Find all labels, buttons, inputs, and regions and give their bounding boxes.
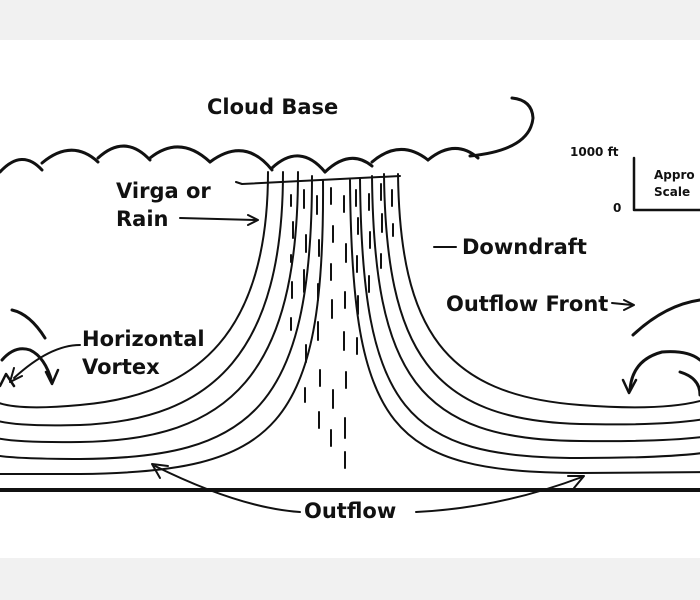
label-arrows xyxy=(9,214,635,513)
outflow-streamlines-left xyxy=(0,171,325,475)
horizontal-vortex-label-line1: Horizontal xyxy=(82,327,205,351)
right-horizontal-vortex xyxy=(621,298,700,397)
scale-top-tick-label: 1000 ft xyxy=(570,145,619,159)
scale-bottom-tick-label: 0 xyxy=(613,201,621,215)
virga-rain-streaks xyxy=(290,183,394,469)
figure-panel xyxy=(0,40,700,558)
virga-label-line2: Rain xyxy=(116,207,169,231)
cloud-base-label: Cloud Base xyxy=(207,95,338,119)
outflow-label: Outflow xyxy=(304,499,396,523)
outflow-front-label: Outflow Front xyxy=(446,292,608,316)
scale-caption-line2: Scale xyxy=(654,185,690,199)
horizontal-vortex-label-line2: Vortex xyxy=(82,355,160,379)
downdraft-label: Downdraft xyxy=(462,235,587,259)
outflow-streamlines-right xyxy=(349,173,700,474)
virga-label-line1: Virga or xyxy=(116,179,211,203)
scale-bar xyxy=(632,156,700,212)
left-horizontal-vortex xyxy=(0,308,60,388)
scale-caption-line1: Appro xyxy=(654,168,695,182)
cloud-base-outline xyxy=(0,96,535,185)
